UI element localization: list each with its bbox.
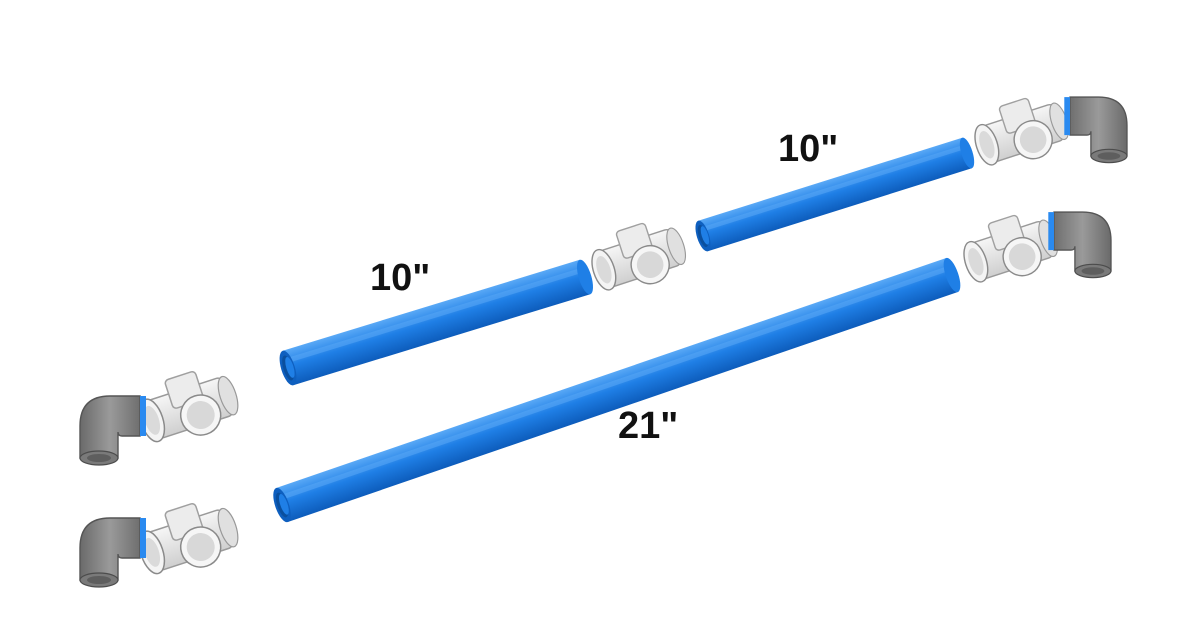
elbow-fitting-left-top xyxy=(79,395,146,466)
upper-left-pipe xyxy=(279,259,594,386)
tee-fitting-lower-left-top xyxy=(138,371,239,443)
upper-right-pipe-length-label: 10" xyxy=(778,128,839,170)
elbow-fitting-right xyxy=(1048,211,1112,279)
tee-fitting-right xyxy=(963,214,1059,283)
elbow-fitting-top-right xyxy=(1064,96,1128,164)
upper-right-pipe xyxy=(695,137,975,252)
tee-fitting-lower-left-bottom xyxy=(138,503,239,575)
tee-fitting-middle xyxy=(591,222,687,291)
lower-pipe xyxy=(273,257,961,523)
pipes-layer xyxy=(273,137,975,523)
upper-left-pipe-length-label: 10" xyxy=(370,257,431,299)
tee-fitting-top-right xyxy=(974,97,1070,166)
elbow-fitting-left-bottom xyxy=(79,517,146,588)
lower-pipe-length-label: 21" xyxy=(618,405,679,447)
fittings-layer xyxy=(79,96,1128,588)
